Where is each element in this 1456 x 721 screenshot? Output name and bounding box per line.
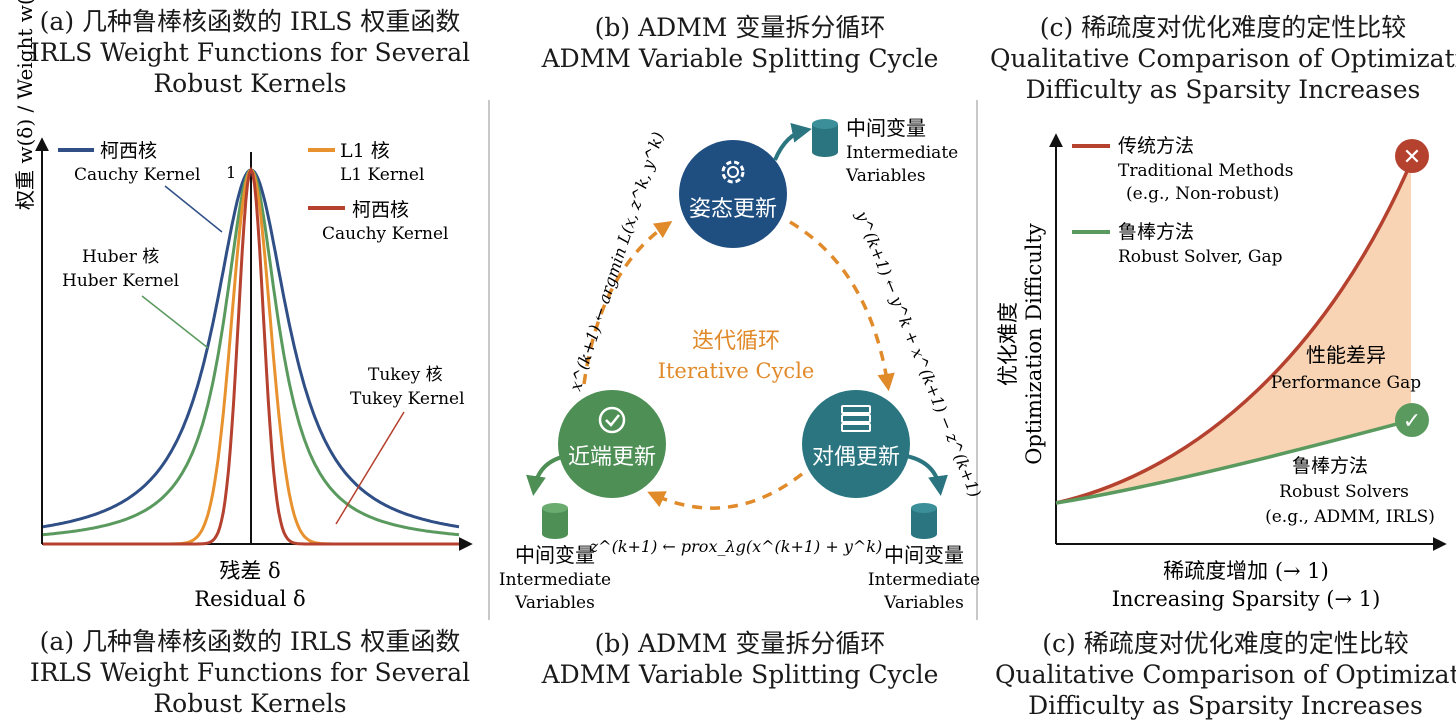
- c-y-axis-en: Optimization Difficulty: [1022, 223, 1046, 465]
- formula-x-update: x^(k+1) ← argmin L(x, z^k, y^k): [566, 130, 668, 394]
- panel-b-title-en: ADMM Variable Splitting Cycle: [541, 44, 939, 73]
- traditional-curve: [1055, 159, 1414, 505]
- c-y-axis-zh: 优化难度: [996, 302, 1020, 386]
- panel-c-chart: ✕ ✓ 传统方法 Traditional Methods (e.g., Non-…: [996, 133, 1447, 611]
- legend-robust-zh: 鲁棒方法: [1118, 221, 1194, 243]
- panel-b-diagram: 姿态更新 近端更新 对偶更新 中间变量 Intermediate Variabl…: [499, 116, 985, 613]
- legend-l1-en: L1 Kernel: [340, 165, 424, 185]
- panel-c-title: (c) 稀疏度对优化难度的定性比较 Qualitative Comparison…: [990, 12, 1456, 105]
- panel-a-title-en-1: IRLS Weight Functions for Several: [29, 38, 471, 67]
- gear-icon: [721, 160, 745, 184]
- cycle-arrow-pose-to-dual: [789, 220, 895, 392]
- panel-a-chart: 1 柯西核 Cauchy Kernel L1 核 L1 Kernel 柯西核 C…: [13, 0, 473, 611]
- panel-c-title-en-2: Difficulty as Sparsity Increases: [1025, 75, 1421, 104]
- robust-label-en-2: (e.g., ADMM, IRLS): [1265, 507, 1435, 527]
- panel-b-caption-en: ADMM Variable Splitting Cycle: [541, 660, 939, 689]
- y-axis-label: 权重 w(δ) / Weight w(δ): [13, 0, 37, 210]
- pose-update-label: 姿态更新: [689, 197, 777, 222]
- gap-label-en: Performance Gap: [1271, 373, 1421, 393]
- tukey-curve: [43, 166, 459, 546]
- dual-output-arrow: [905, 454, 948, 496]
- panel-b-caption: (b) ADMM 变量拆分循环 ADMM Variable Splitting …: [490, 628, 990, 690]
- proximal-update-label: 近端更新: [568, 445, 656, 470]
- pose-update-node: [679, 140, 787, 248]
- separator-left: [488, 100, 490, 620]
- huber-annotation-en: Huber Kernel: [62, 271, 179, 291]
- cauchy-leader-line: [164, 185, 223, 233]
- cycle-center-zh: 迭代循环: [692, 329, 780, 354]
- gap-label-zh: 性能差异: [1306, 343, 1386, 367]
- legend-traditional-en-1: Traditional Methods: [1118, 161, 1293, 181]
- legend-robust-en: Robust Solver, Gap: [1118, 247, 1283, 267]
- robust-curve: [1055, 418, 1413, 505]
- panel-c-caption: (c) 稀疏度对优化难度的定性比较 Qualitative Comparison…: [995, 628, 1456, 721]
- database-icon-left: [542, 503, 568, 539]
- legend-cauchy-zh: 柯西核: [100, 140, 157, 162]
- proximal-output-arrow: [526, 454, 567, 496]
- top-intermediate-zh: 中间变量: [846, 116, 926, 140]
- legend-traditional-en-2: (e.g., Non-robust): [1126, 184, 1279, 204]
- robust-label-en-1: Robust Solvers: [1279, 482, 1409, 502]
- server-icon: [841, 405, 871, 432]
- database-icon-right: [911, 503, 937, 539]
- legend-cauchy2-en: Cauchy Kernel: [322, 224, 448, 244]
- ok-marker: [1395, 403, 1429, 437]
- panel-c-caption-en-1: Qualitative Comparison of Optimization: [995, 660, 1456, 689]
- dual-update-label: 对偶更新: [812, 445, 900, 470]
- panel-b-title-zh: (b) ADMM 变量拆分循环: [594, 13, 886, 42]
- dual-update-node: [802, 390, 910, 498]
- legend-cauchy-en: Cauchy Kernel: [74, 165, 200, 185]
- cycle-arrow-dual-to-proximal: [647, 472, 804, 510]
- right-intermediate-en-1: Intermediate: [868, 570, 980, 590]
- robust-label-zh: 鲁棒方法: [1292, 455, 1368, 477]
- tukey-annotation-en: Tukey Kernel: [350, 389, 465, 409]
- left-intermediate-zh: 中间变量: [515, 543, 595, 567]
- peak-label: 1: [226, 163, 236, 182]
- panel-a-caption-zh: (a) 几种鲁棒核函数的 IRLS 权重函数: [39, 627, 461, 656]
- formula-z-update: z^(k+1) ← prox_λg(x^(k+1) + y^k): [589, 537, 883, 556]
- x-axis-label-zh: 残差 δ: [219, 559, 280, 583]
- panel-c-title-zh: (c) 稀疏度对优化难度的定性比较: [1039, 13, 1407, 42]
- panel-b-title: (b) ADMM 变量拆分循环 ADMM Variable Splitting …: [490, 12, 990, 74]
- cycle-arrow-proximal-to-pose: [582, 221, 673, 385]
- huber-leader-line: [141, 295, 209, 349]
- check-circle-icon: [598, 406, 626, 434]
- left-intermediate-en-2: Variables: [514, 593, 595, 613]
- tukey-annotation-zh: Tukey 核: [368, 365, 443, 385]
- top-intermediate-en-2: Variables: [845, 166, 926, 186]
- panel-a-title: (a) 几种鲁棒核函数的 IRLS 权重函数 IRLS Weight Funct…: [0, 6, 500, 99]
- left-intermediate-en-1: Intermediate: [499, 570, 611, 590]
- legend-traditional-zh: 传统方法: [1118, 135, 1194, 157]
- right-intermediate-en-2: Variables: [883, 593, 964, 613]
- tukey-leader-line: [335, 411, 405, 525]
- panel-c-caption-en-2: Difficulty as Sparsity Increases: [1028, 691, 1423, 720]
- proximal-update-node: [558, 390, 666, 498]
- pose-output-arrow: [773, 122, 812, 161]
- legend-cauchy2-zh: 柯西核: [352, 199, 409, 221]
- fail-marker: [1395, 139, 1429, 173]
- panel-a-caption: (a) 几种鲁棒核函数的 IRLS 权重函数 IRLS Weight Funct…: [0, 626, 500, 719]
- panel-a-title-en-2: Robust Kernels: [153, 69, 347, 98]
- legend-l1-zh: L1 核: [340, 140, 390, 162]
- ok-icon: ✓: [1403, 409, 1421, 434]
- cycle-center-en: Iterative Cycle: [658, 359, 815, 383]
- huber-annotation-zh: Huber 核: [82, 247, 159, 267]
- panel-b-caption-zh: (b) ADMM 变量拆分循环: [594, 629, 886, 658]
- c-x-axis-zh: 稀疏度增加 (→ 1): [1163, 559, 1329, 583]
- fail-icon: ✕: [1403, 145, 1421, 170]
- x-axis-label-en: Residual δ: [194, 587, 305, 611]
- top-intermediate-en-1: Intermediate: [846, 143, 958, 163]
- panel-c-title-en-1: Qualitative Comparison of Optimization: [990, 44, 1456, 73]
- performance-gap-fill: [1056, 160, 1412, 503]
- database-icon-top: [812, 119, 838, 157]
- panel-a-title-zh: (a) 几种鲁棒核函数的 IRLS 权重函数: [39, 7, 461, 36]
- panel-a-caption-en-2: Robust Kernels: [153, 689, 347, 718]
- right-intermediate-zh: 中间变量: [884, 543, 964, 567]
- c-x-axis-en: Increasing Sparsity (→ 1): [1112, 587, 1381, 611]
- separator-right: [976, 100, 978, 620]
- panel-c-caption-zh: (c) 稀疏度对优化难度的定性比较: [1042, 629, 1409, 658]
- panel-a-caption-en-1: IRLS Weight Functions for Several: [29, 658, 471, 687]
